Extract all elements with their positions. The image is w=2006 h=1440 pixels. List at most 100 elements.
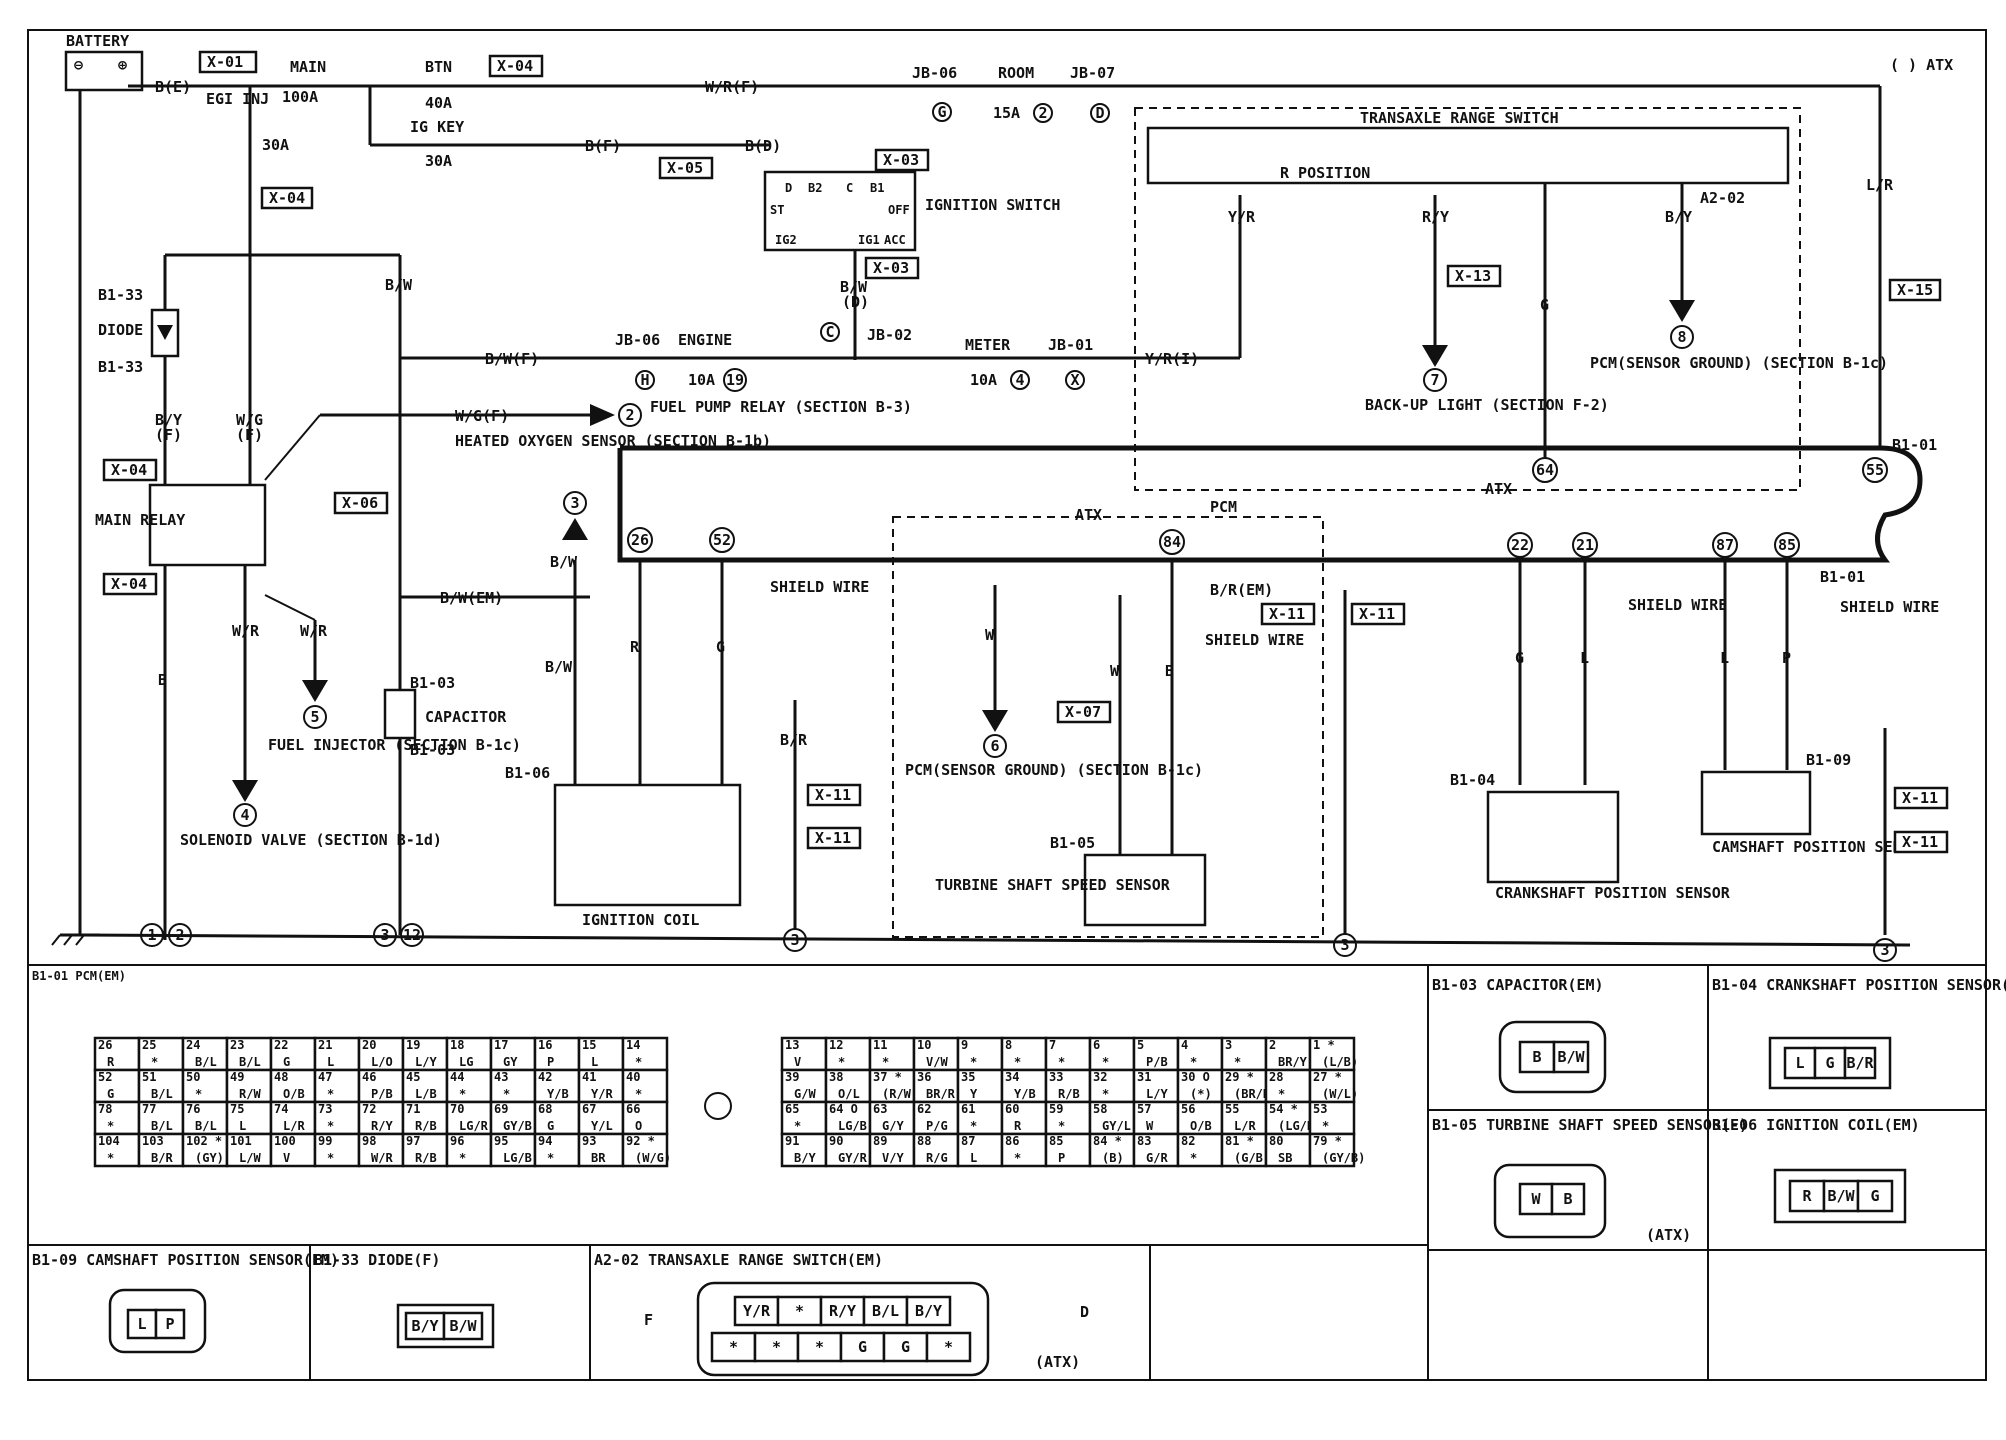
pcm-pin-color: * xyxy=(327,1087,334,1101)
pcm-pin-color: Y/R xyxy=(591,1087,613,1101)
wire-w-ground: W xyxy=(985,626,995,644)
igkey-fuse-name: IG KEY xyxy=(410,118,464,136)
pcm-pin-number: 54 * xyxy=(1269,1102,1298,1116)
connector-pin-label: P xyxy=(165,1315,174,1333)
connector-pin-label: B/W xyxy=(449,1317,477,1335)
pcm-pin-number: 73 xyxy=(318,1102,332,1116)
pcm-pin-number: 28 xyxy=(1269,1070,1283,1084)
pcm-pin-number: 49 xyxy=(230,1070,244,1084)
pcm-pin-number: 23 xyxy=(230,1038,244,1052)
pcm-pin-cell xyxy=(489,1036,537,1072)
x06-connector xyxy=(333,491,389,515)
ref-2-ground: 2 xyxy=(175,926,184,944)
pcm-pin-color: LG/B xyxy=(503,1151,532,1165)
trs-panel-title: A2-02 TRANSAXLE RANGE SWITCH(EM) xyxy=(594,1251,883,1269)
x11-mid-label: X-11 xyxy=(1359,605,1395,623)
ref-3-coil: 3 xyxy=(790,931,799,949)
ref-7-circle: 7 xyxy=(1430,371,1439,389)
solenoid-arrow-icon xyxy=(232,780,258,802)
pcm-pin-color: LG/B xyxy=(838,1119,867,1133)
pcm-pin-color: L/R xyxy=(1234,1119,1256,1133)
pcm-pin-number: 9 xyxy=(961,1038,968,1052)
pcm-pin-number: 34 xyxy=(1005,1070,1019,1084)
btn-fuse-name: BTN xyxy=(425,58,452,76)
pcm-pin-color: * xyxy=(327,1119,334,1133)
pcm-pin-color: R/W xyxy=(239,1087,261,1101)
pcm-pin-number: 91 xyxy=(785,1134,799,1148)
pcm-pin-color: (*) xyxy=(1190,1087,1212,1101)
x07-connector xyxy=(1056,700,1112,724)
pin-64: 64 xyxy=(1536,461,1554,479)
pcm-pin-cell xyxy=(780,1068,828,1104)
pcm-pin-number: 74 xyxy=(274,1102,288,1116)
x06-label: X-06 xyxy=(342,494,378,512)
wire-bw-ig-label: B/W xyxy=(840,278,868,296)
connector-pin-label: G xyxy=(858,1338,867,1356)
connector-pin-label: G xyxy=(1870,1187,1879,1205)
pcm-pin-cell xyxy=(577,1036,625,1072)
fuel-injector-ref: FUEL INJECTOR (SECTION B-1c) xyxy=(268,736,521,754)
pcm-pin-cell xyxy=(313,1132,361,1168)
pcm-pin-number: 19 xyxy=(406,1038,420,1052)
wire-d-ig-label: (D) xyxy=(842,293,869,311)
x11-cam-b xyxy=(1893,830,1949,854)
pcm-pin-color: * xyxy=(1102,1087,1109,1101)
pcm-pin-number: 59 xyxy=(1049,1102,1063,1116)
wire-wgf-label: W/G(F) xyxy=(455,407,509,425)
btn-fuse-rating: 40A xyxy=(425,94,452,112)
connector-pin-label: * xyxy=(729,1338,738,1356)
pcm-pin-color: V/W xyxy=(926,1055,948,1069)
pin-84: 84 xyxy=(1163,533,1181,551)
pcm-pin-number: 90 xyxy=(829,1134,843,1148)
a202-label: A2-02 xyxy=(1700,189,1745,207)
x04-egi-label: X-04 xyxy=(269,189,305,207)
trs-label: TRANSAXLE RANGE SWITCH xyxy=(1360,109,1559,127)
pcm-pin-cell xyxy=(780,1132,828,1168)
wire-bwem-label: B/W(EM) xyxy=(440,589,503,607)
x05-connector xyxy=(658,156,714,180)
pcm-pin-number: 97 xyxy=(406,1134,420,1148)
pcm-pin-color: P/G xyxy=(926,1119,948,1133)
diode-arrow-icon xyxy=(157,325,173,340)
pcm-pin-cell xyxy=(621,1100,669,1136)
pcm-pin-number: 99 xyxy=(318,1134,332,1148)
pcm-pin-number: 36 xyxy=(917,1070,931,1084)
crank-sensor-icon xyxy=(1486,790,1620,884)
pcm-pin-color: Y xyxy=(970,1087,978,1101)
pcm-pin-color: Y/B xyxy=(1014,1087,1036,1101)
trs-atx-label: (ATX) xyxy=(1035,1353,1080,1371)
pcm-pin-color: G/R xyxy=(1146,1151,1168,1165)
ignition-switch-label: IGNITION SWITCH xyxy=(925,196,1060,214)
crank-label: CRANKSHAFT POSITION SENSOR xyxy=(1495,884,1731,902)
pcm-pin-color: * xyxy=(1058,1055,1065,1069)
pcm-pin-number: 82 xyxy=(1181,1134,1195,1148)
pcm-pin-cell xyxy=(1308,1068,1356,1104)
pcm-pin-color: * xyxy=(195,1087,202,1101)
pin-22: 22 xyxy=(1511,536,1529,554)
connector-pin xyxy=(1518,1182,1554,1216)
pcm-pin-number: 3 xyxy=(1225,1038,1232,1052)
pcm-pin-number: 83 xyxy=(1137,1134,1151,1148)
connector-pin-label: B xyxy=(1532,1048,1541,1066)
pcm-pin-number: 38 xyxy=(829,1070,843,1084)
x03-top-connector xyxy=(874,148,930,172)
pcm-pin-number: 11 xyxy=(873,1038,887,1052)
b106-label: B1-06 xyxy=(505,764,550,782)
pin-87: 87 xyxy=(1716,536,1734,554)
pcm-pin-number: 78 xyxy=(98,1102,112,1116)
pcm-pin-color: * xyxy=(838,1055,845,1069)
pcm-pin-color: Y/B xyxy=(547,1087,569,1101)
wire-yr-trs: Y/R xyxy=(1228,208,1256,226)
junction-g: G xyxy=(937,103,946,121)
pcm-pin-color: BR xyxy=(591,1151,606,1165)
pcm-connector-center-hole xyxy=(704,1092,732,1120)
pcm-pin-color: O/B xyxy=(283,1087,305,1101)
turbine-sensor-icon xyxy=(1083,853,1207,927)
atx-legend: ( ) ATX xyxy=(1890,56,1953,74)
pcm-pin-cell xyxy=(1176,1036,1224,1072)
pcm-pin-number: 29 * xyxy=(1225,1070,1254,1084)
pcm-pin-color: V/Y xyxy=(882,1151,904,1165)
